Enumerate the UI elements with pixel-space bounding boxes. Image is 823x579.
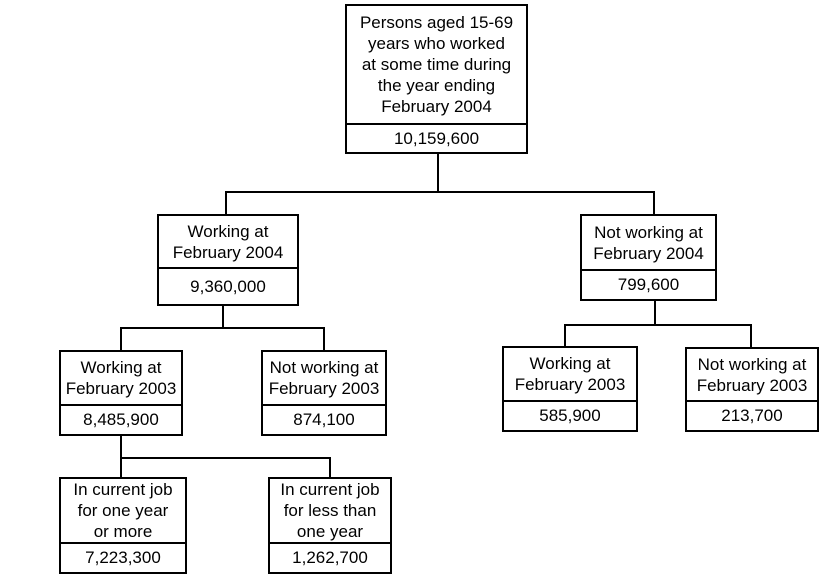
not-working-feb2004-node: Not working at February 2004 799,600 [580,214,717,301]
not-working-feb2003-value: 874,100 [263,404,385,434]
current-job-less-one-year-node: In current job for less than one year 1,… [268,477,392,574]
current-job-one-year-plus-node: In current job for one year or more 7,22… [59,477,187,574]
working-feb2004-value: 9,360,000 [159,267,297,304]
root-label: Persons aged 15-69 years who worked at s… [359,13,514,116]
current-job-less-one-year-label: In current job for less than one year [280,480,380,541]
nw-working-feb2003-label: Working at February 2003 [514,354,626,394]
current-job-less-one-year-value: 1,262,700 [270,542,390,572]
working-feb2004-node: Working at February 2004 9,360,000 [157,214,299,306]
current-job-one-year-plus-value: 7,223,300 [61,542,185,572]
current-job-one-year-plus-label: In current job for one year or more [73,480,173,541]
not-working-feb2003-label: Not working at February 2003 [268,358,380,398]
working-feb2003-value: 8,485,900 [61,404,181,434]
root-node: Persons aged 15-69 years who worked at s… [345,4,528,154]
nw-not-working-feb2003-value: 213,700 [687,400,817,430]
root-value: 10,159,600 [347,123,526,152]
nw-working-feb2003-value: 585,900 [504,400,636,430]
not-working-feb2003-node: Not working at February 2003 874,100 [261,350,387,436]
working-feb2003-label: Working at February 2003 [65,358,177,398]
not-working-feb2004-label: Not working at February 2004 [593,222,704,263]
working-feb2003-node: Working at February 2003 8,485,900 [59,350,183,436]
nw-not-working-feb2003-node: Not working at February 2003 213,700 [685,347,819,432]
nw-not-working-feb2003-label: Not working at February 2003 [696,354,808,395]
working-feb2004-label: Working at February 2004 [172,221,284,262]
not-working-feb2004-value: 799,600 [582,269,715,299]
nw-working-feb2003-node: Working at February 2003 585,900 [502,346,638,432]
